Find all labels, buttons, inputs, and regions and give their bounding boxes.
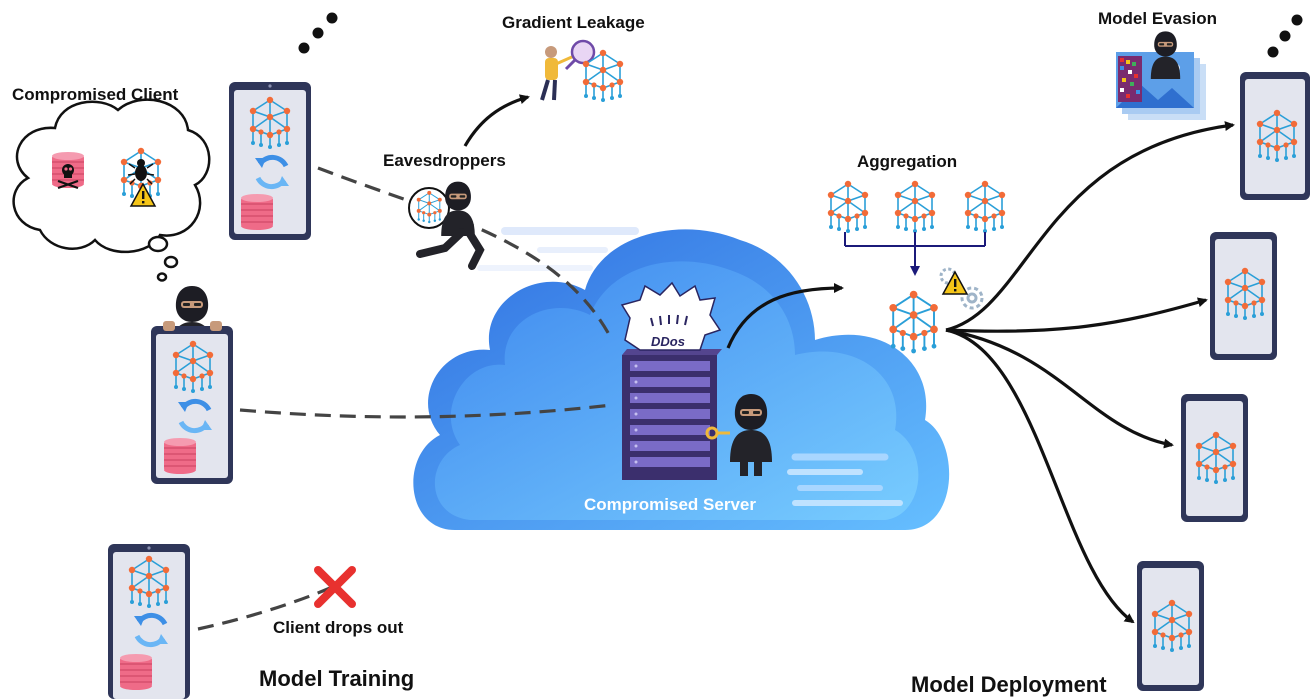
client-phone-compromised — [151, 321, 233, 484]
arrow-eavesdrop-to-leakage — [463, 94, 530, 147]
neural-network-icon — [826, 180, 870, 234]
server-icon — [622, 349, 722, 480]
deployed-phone-1 — [1240, 72, 1310, 200]
database-icon — [240, 193, 274, 231]
model-training-label: Model Training — [259, 666, 415, 691]
decorative-lines — [477, 227, 903, 506]
image-icon — [1116, 52, 1206, 120]
ellipsis-dots-right — [1267, 14, 1303, 58]
dashed-link-top-client — [317, 166, 614, 341]
model-evasion-scene — [1116, 31, 1206, 120]
arrow-deploy-1 — [945, 121, 1235, 332]
skull-icon — [57, 164, 79, 190]
deployed-phone-4 — [1137, 561, 1204, 691]
client-server-links — [197, 166, 614, 631]
flow-arrows — [463, 94, 1235, 624]
compromised-client-label: Compromised Client — [12, 85, 179, 104]
arrow-server-to-aggregation — [726, 283, 844, 349]
infected-model — [120, 147, 162, 207]
arrow-deploy-2 — [945, 297, 1208, 333]
model-deployment-label: Model Deployment — [911, 672, 1107, 697]
arrow-deploy-3 — [945, 328, 1174, 449]
gradient-leakage-scene — [540, 39, 625, 103]
neural-network-icon — [893, 180, 937, 234]
aggregation-group — [826, 180, 1007, 355]
ddos-label: DDos — [651, 334, 685, 349]
deployed-phone-3 — [1181, 394, 1248, 522]
database-icon — [163, 437, 197, 475]
deployed-phone-2 — [1210, 232, 1277, 360]
eavesdroppers-label: Eavesdroppers — [383, 151, 506, 170]
arrow-deploy-4 — [945, 328, 1135, 624]
cross-icon — [314, 566, 356, 608]
dashed-link-dropout-client — [197, 586, 331, 631]
noise-patch — [1118, 56, 1142, 102]
database-icon — [119, 653, 153, 691]
gradient-leakage-label: Gradient Leakage — [502, 13, 645, 32]
compromised-server-label: Compromised Server — [584, 495, 756, 514]
neural-network-icon — [963, 180, 1007, 234]
bug-icon — [127, 159, 155, 185]
key-icon — [705, 426, 730, 440]
warning-icon — [941, 270, 969, 295]
client-drops-out-label: Client drops out — [273, 618, 404, 637]
aggregation-label: Aggregation — [857, 152, 958, 171]
client-phone-dropout — [108, 544, 190, 699]
ellipsis-dots-left — [298, 12, 338, 54]
infected-database — [51, 151, 85, 190]
client-phone-top — [229, 82, 311, 240]
model-evasion-label: Model Evasion — [1098, 9, 1218, 28]
eavesdropper-figure — [408, 181, 485, 270]
magnifier-icon — [564, 39, 596, 71]
analyst-figure — [540, 46, 575, 101]
hacker-icon — [730, 394, 772, 476]
warning-icon — [129, 182, 157, 207]
ddos-burst — [620, 281, 722, 351]
dashed-link-compromised-client — [239, 403, 613, 419]
thought-cloud — [12, 98, 211, 282]
neural-network-icon — [888, 289, 939, 355]
